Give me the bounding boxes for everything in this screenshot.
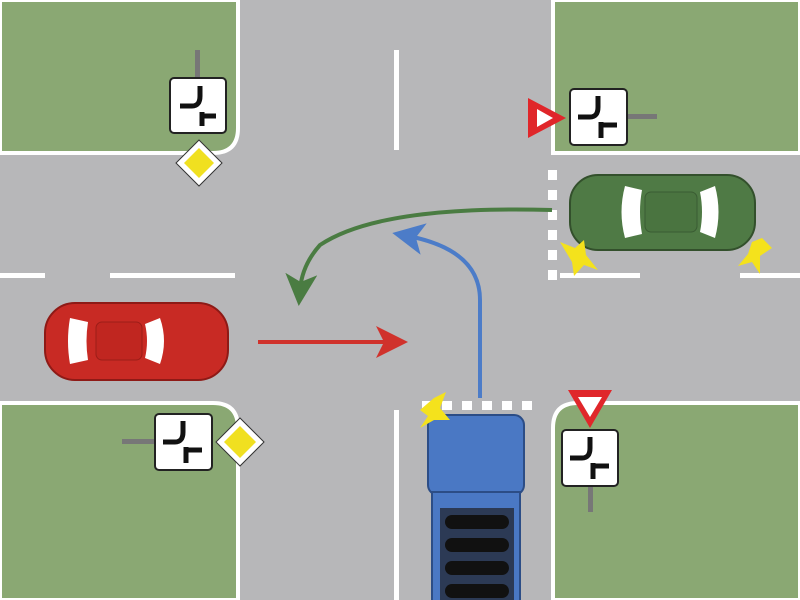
stop-line-dash [548, 250, 557, 260]
turn-indicator-icon [560, 240, 598, 276]
stop-line-dash [548, 230, 557, 240]
sign-bottom-right [561, 390, 619, 512]
stop-line-dash [522, 401, 532, 410]
red-car [44, 302, 229, 381]
road-layout-plate-icon [569, 88, 628, 146]
stop-line-dash [442, 401, 452, 410]
yield-sign-icon [528, 98, 566, 138]
priority-road-sign-icon [175, 139, 223, 187]
stop-line-dash [462, 401, 472, 410]
sign-top-left [169, 50, 227, 187]
turn-indicator-icon [738, 238, 772, 274]
turn-indicator-icon [420, 392, 450, 428]
stop-line-dash [548, 270, 557, 280]
road-layout-plate-icon [561, 429, 619, 487]
blue-arrow [392, 223, 482, 398]
stop-line-dash [502, 401, 512, 410]
green-car [560, 174, 772, 276]
sign-top-right [528, 88, 657, 146]
stop-line-dash [548, 210, 557, 220]
road-layout-plate-icon [154, 413, 213, 471]
yield-sign-icon [568, 390, 612, 428]
stop-line-dash [482, 401, 492, 410]
lane-markings [0, 50, 800, 600]
priority-road-sign-icon [215, 417, 265, 467]
stop-line-dash [548, 190, 557, 200]
blue-truck [420, 392, 525, 600]
stop-line-right [548, 170, 557, 280]
sign-bottom-left [122, 413, 265, 471]
stop-line-dash [548, 170, 557, 180]
green-arrow [285, 207, 553, 306]
